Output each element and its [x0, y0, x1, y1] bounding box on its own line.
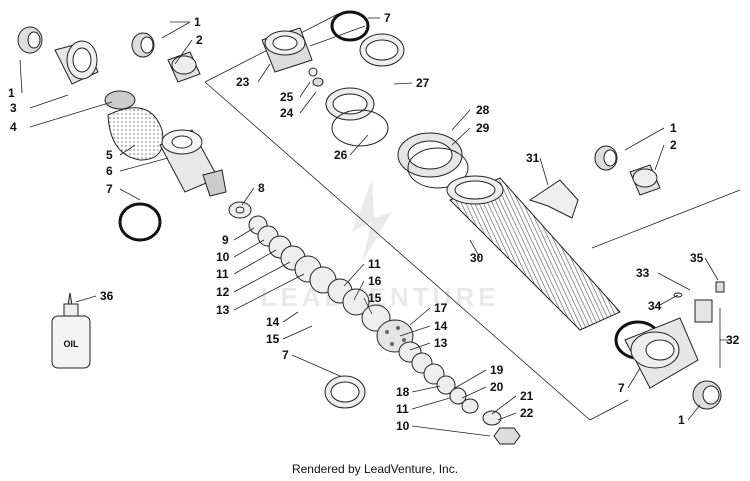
callout-label: 1: [678, 413, 685, 427]
callout-label: 18: [396, 385, 410, 399]
bleed-fitting: [673, 281, 725, 323]
callout-label: 9: [222, 233, 229, 247]
spring-retainer: [325, 87, 389, 147]
callout-label: 4: [10, 120, 17, 134]
adjuster-ring: [397, 132, 469, 189]
body-end-cap: [624, 317, 699, 389]
callout-label: 7: [384, 11, 391, 25]
callout-label: 32: [726, 333, 740, 347]
callout-label: 34: [648, 299, 662, 313]
footer-credit: Rendered by LeadVenture, Inc.: [291, 462, 459, 476]
wear-ring-top: [359, 33, 405, 67]
eyelet-bushing-right: [692, 380, 722, 410]
callout-label: 25: [280, 90, 294, 104]
callout-label: 12: [216, 285, 230, 299]
callout-label: 27: [416, 76, 430, 90]
callout-label: 3: [10, 101, 17, 115]
oil-bottle: OIL: [51, 292, 91, 369]
callout-label: 1: [194, 15, 201, 29]
bushing-top: [131, 32, 155, 58]
callout-label: 21: [520, 389, 534, 403]
callout-label: 16: [368, 274, 382, 288]
damper-body: [159, 129, 227, 197]
callout-label: 33: [636, 266, 650, 280]
callout-label: 36: [100, 289, 114, 303]
callout-label: 8: [258, 181, 265, 195]
schrader-valve: [308, 67, 324, 87]
callout-label: 14: [434, 319, 448, 333]
callout-label: 26: [334, 148, 348, 162]
callout-label: 17: [434, 301, 448, 315]
callout-label: 7: [106, 182, 113, 196]
callout-label: 7: [618, 381, 625, 395]
spring-guide: [528, 179, 579, 219]
shaft-eye: [104, 90, 136, 110]
callout-label: 28: [476, 103, 490, 117]
callout-label: 24: [280, 106, 294, 120]
valve-stack: [228, 201, 521, 445]
callout-label: 11: [216, 267, 229, 281]
bump-stop: [107, 107, 164, 161]
callout-label: 29: [476, 121, 490, 135]
callout-label: 31: [526, 151, 540, 165]
callout-label: 35: [690, 251, 704, 265]
callout-label: 19: [490, 363, 504, 377]
callout-label: 2: [196, 33, 203, 47]
spacer-sleeve-right: [629, 164, 661, 196]
coil-spring: [446, 175, 621, 331]
bushing-left: [17, 26, 43, 54]
callout-label: 11: [396, 402, 409, 416]
callout-label: 10: [216, 250, 230, 264]
eyelet-sleeve: [54, 40, 99, 85]
callout-label: 15: [266, 332, 280, 346]
leader-lines: [19, 17, 730, 437]
callout-label: 13: [216, 303, 230, 317]
callout-label: 7: [282, 348, 289, 362]
reservoir-cap: [261, 27, 313, 73]
callout-label: 10: [396, 419, 410, 433]
callout-label: 2: [670, 138, 677, 152]
callout-label: 6: [106, 164, 113, 178]
o-ring-top: [330, 10, 370, 42]
callout-label: 15: [368, 291, 382, 305]
callout-label: 11: [368, 257, 381, 271]
callout-label: 30: [470, 251, 484, 265]
callout-labels: 1 2 1 3 4 5 6 7 7 23 25 24 27 28 29 26 3…: [8, 11, 740, 433]
oil-label: OIL: [64, 339, 80, 349]
callout-label: 1: [670, 121, 677, 135]
callout-label: 22: [520, 406, 534, 420]
callout-label: 23: [236, 75, 250, 89]
callout-label: 20: [490, 380, 504, 394]
callout-label: 14: [266, 315, 280, 329]
callout-label: 1: [8, 86, 15, 100]
piston-band: [324, 375, 366, 409]
o-ring-left: [118, 202, 162, 242]
bushing-right: [594, 145, 618, 171]
callout-label: 13: [434, 336, 448, 350]
callout-label: 5: [106, 148, 113, 162]
spacer-sleeve: [167, 51, 201, 83]
